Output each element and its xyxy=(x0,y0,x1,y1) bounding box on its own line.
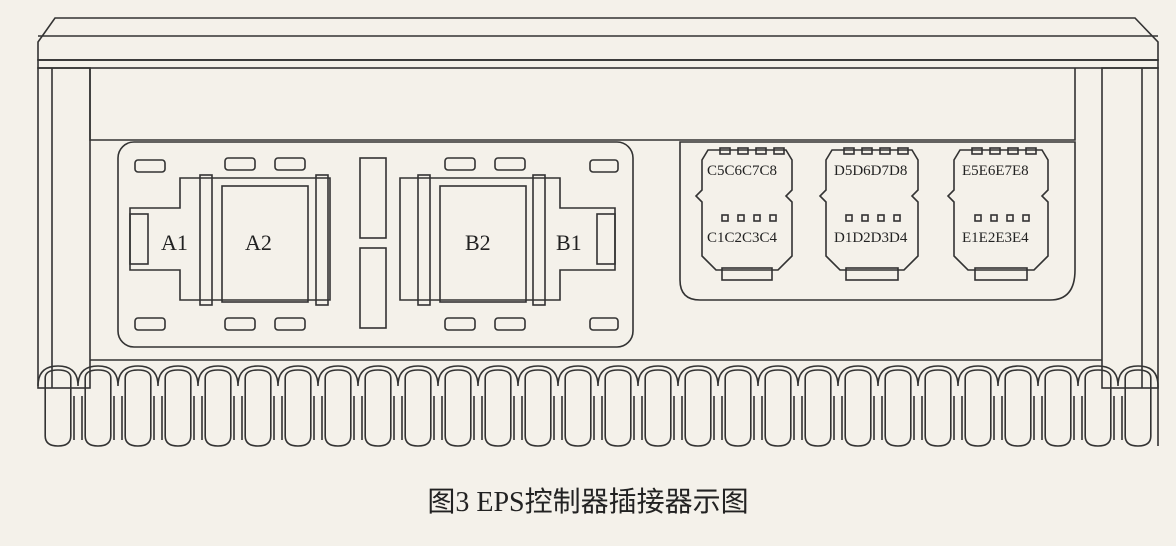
label-b1: B1 xyxy=(556,230,582,255)
heat-sink-fin xyxy=(524,369,552,447)
fin-gap xyxy=(953,396,963,440)
heat-sink-fin xyxy=(404,369,432,447)
fin-gap xyxy=(1113,396,1123,440)
fin-gap xyxy=(473,396,483,440)
fin-outline xyxy=(37,365,1159,446)
label-c-bottom: C1C2C3C4 xyxy=(707,230,778,246)
heat-sink-fin xyxy=(1004,369,1032,447)
heat-sink-fin xyxy=(724,369,752,447)
heat-sink-fin xyxy=(844,369,872,447)
fin-gap xyxy=(833,396,843,440)
label-e-bottom: E1E2E3E4 xyxy=(962,230,1029,246)
heat-sink-fin xyxy=(924,369,952,447)
fin-gap xyxy=(1073,396,1083,440)
housing xyxy=(37,17,1159,389)
fin-gap xyxy=(673,396,683,440)
heat-sink-fin xyxy=(164,369,192,447)
heat-sink-fin xyxy=(1084,369,1112,447)
label-a2: A2 xyxy=(245,230,272,255)
fin-gap xyxy=(513,396,523,440)
heat-sink-fin xyxy=(484,369,512,447)
fin-gap xyxy=(73,396,83,440)
heat-sink-fin xyxy=(1044,369,1072,447)
label-c-top: C5C6C7C8 xyxy=(707,163,777,179)
fin-gap xyxy=(273,396,283,440)
fin-gap xyxy=(113,396,123,440)
fin-gap xyxy=(193,396,203,440)
label-b2: B2 xyxy=(465,230,491,255)
heat-sink-fin xyxy=(884,369,912,447)
connector-d xyxy=(818,147,919,281)
label-a1: A1 xyxy=(161,230,188,255)
connector-block-right xyxy=(679,141,1076,301)
heat-sink-fin xyxy=(684,369,712,447)
heat-sink-fin xyxy=(244,369,272,447)
fin-gap xyxy=(553,396,563,440)
fin-gap xyxy=(153,396,163,440)
heat-sink-fin xyxy=(284,369,312,447)
fin-gap xyxy=(1033,396,1043,440)
fin-gap xyxy=(393,396,403,440)
fin-gap xyxy=(793,396,803,440)
heat-sink-fin xyxy=(444,369,472,447)
fin-gap xyxy=(753,396,763,440)
heat-sink-fin xyxy=(644,369,672,447)
fin-gap xyxy=(713,396,723,440)
heat-sink-fin xyxy=(564,369,592,447)
heat-sink-fins xyxy=(37,365,1159,447)
heat-sink-fin xyxy=(204,369,232,447)
heat-sink-fin xyxy=(124,369,152,447)
label-e-top: E5E6E7E8 xyxy=(962,163,1029,179)
heat-sink-fin xyxy=(764,369,792,447)
heat-sink-fin xyxy=(324,369,352,447)
connector-block-left xyxy=(117,141,634,348)
fin-gap xyxy=(633,396,643,440)
fin-gap xyxy=(993,396,1003,440)
label-d-bottom: D1D2D3D4 xyxy=(834,230,908,246)
heat-sink-fin xyxy=(804,369,832,447)
heat-sink-fin xyxy=(604,369,632,447)
heat-sink-fin xyxy=(364,369,392,447)
connector-c xyxy=(694,147,793,281)
figure-caption: 图3 EPS控制器插接器示图 xyxy=(427,487,749,518)
fin-gap xyxy=(433,396,443,440)
heat-sink-fin xyxy=(964,369,992,447)
fin-gap xyxy=(593,396,603,440)
fin-gap xyxy=(233,396,243,440)
fin-gap xyxy=(313,396,323,440)
heat-sink-fin xyxy=(44,369,72,447)
heat-sink-fin xyxy=(1124,369,1152,447)
fin-gap xyxy=(913,396,923,440)
heat-sink-fin xyxy=(84,369,112,447)
fin-gap xyxy=(873,396,883,440)
connector-e xyxy=(946,147,1049,281)
fin-gap xyxy=(353,396,363,440)
label-d-top: D5D6D7D8 xyxy=(834,163,907,179)
